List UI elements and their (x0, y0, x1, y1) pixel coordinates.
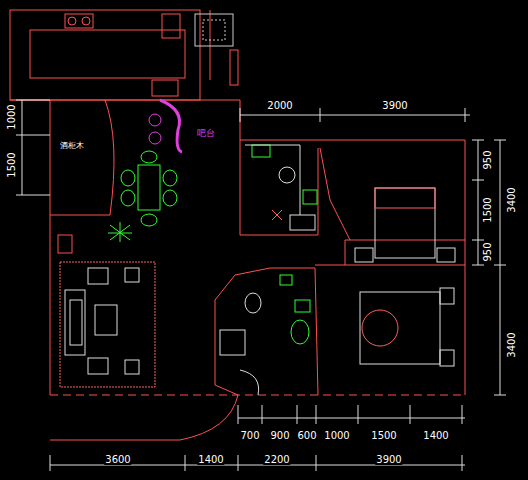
bed-pillow (375, 188, 435, 208)
dimension-label: 3600 (104, 455, 131, 465)
vanity (220, 330, 245, 355)
wall (240, 148, 318, 235)
wall (235, 268, 318, 395)
bed (375, 188, 435, 258)
dimension-label: 1400 (197, 455, 224, 465)
wall (10, 100, 240, 101)
dining-table (138, 165, 160, 210)
wall (345, 240, 465, 265)
coffee-table (95, 305, 117, 335)
kitchen-wall (10, 10, 200, 100)
dimension-label: 950 (483, 241, 493, 262)
nightstand (355, 248, 373, 262)
rug (195, 14, 233, 46)
bed-cover (362, 310, 398, 346)
dimension-label: 900 (269, 431, 290, 441)
bar-stool (149, 114, 161, 126)
desk-chair (252, 145, 270, 157)
dimension-label: 1500 (483, 196, 493, 223)
partition (320, 148, 350, 240)
sofa-cushion (70, 300, 82, 345)
chair (279, 167, 295, 183)
chair (163, 170, 177, 186)
cabinet (290, 215, 315, 230)
partition (50, 100, 114, 215)
desk (245, 145, 300, 215)
plant (272, 210, 282, 220)
wall (50, 100, 51, 395)
shower (240, 370, 259, 395)
bed (360, 292, 440, 364)
balcony-line (50, 395, 465, 396)
dimension-label: 600 (296, 431, 317, 441)
wall (50, 395, 238, 440)
chair (163, 190, 177, 206)
dimension-label: 1500 (370, 431, 397, 441)
nightstand (440, 288, 454, 304)
lamp (303, 190, 317, 204)
sofa (65, 290, 85, 355)
fridge (162, 14, 180, 38)
bar-stool (149, 132, 161, 144)
nightstand (437, 248, 455, 262)
burner (82, 17, 90, 25)
dimension-label: 1000 (7, 103, 17, 130)
plant (108, 222, 132, 242)
wall (240, 140, 241, 235)
dimension-label: 1400 (422, 431, 449, 441)
dimension-label: 1500 (7, 151, 17, 178)
wall (215, 275, 238, 395)
dimension-label: 950 (483, 149, 493, 170)
side-table (125, 360, 139, 374)
nightstand (440, 350, 454, 366)
side-table (125, 268, 139, 282)
dimension-label: 1000 (323, 431, 350, 441)
dimension-label: 3900 (375, 455, 402, 465)
chair (141, 151, 157, 163)
toilet (291, 320, 309, 344)
carpet (60, 262, 155, 387)
burner (68, 17, 76, 25)
dimension-label: 700 (239, 431, 260, 441)
wall (210, 10, 211, 80)
sink (152, 80, 178, 96)
cabinet (230, 50, 238, 85)
wall (315, 265, 465, 266)
wall (240, 100, 465, 395)
dimension-label: 3400 (507, 331, 517, 358)
tank (295, 300, 310, 312)
dimension-label: 3400 (507, 186, 517, 213)
dimension-label: 2000 (266, 101, 293, 111)
bar-counter (160, 100, 182, 152)
dimension-label: 3900 (381, 101, 408, 111)
dimension-label: 2200 (263, 455, 290, 465)
chair (121, 190, 135, 206)
chair (121, 170, 135, 186)
toilet (245, 293, 261, 313)
basin (280, 275, 292, 285)
chair (141, 214, 157, 226)
armchair (88, 268, 108, 284)
stove (65, 14, 93, 28)
rug-pattern (203, 20, 225, 40)
dimension-label: 吧台 (196, 129, 216, 138)
dimension-label: 酒柜木 (59, 142, 85, 150)
armchair (88, 358, 108, 374)
column (58, 235, 72, 253)
